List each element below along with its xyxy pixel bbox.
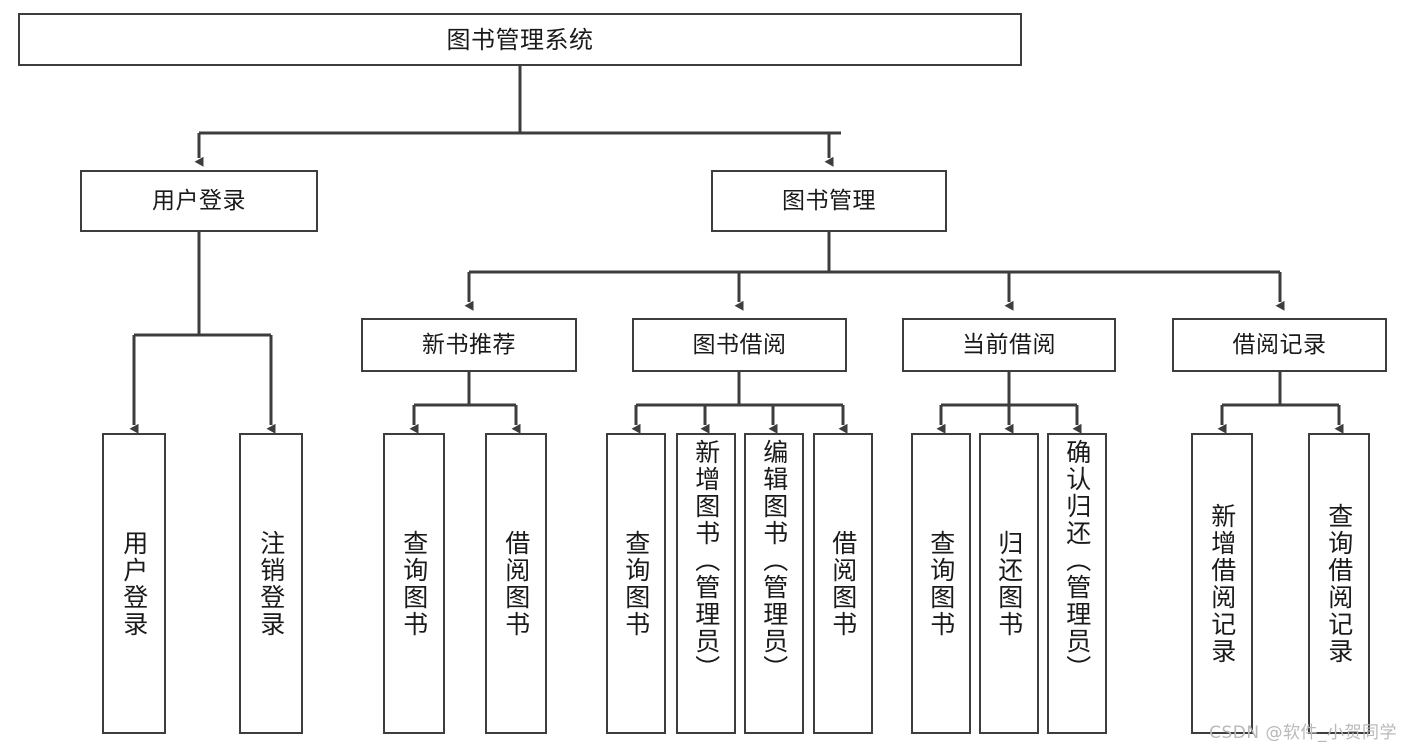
node-book-management[interactable]: 图书管理 bbox=[711, 170, 947, 232]
leaf-query-borrow-record[interactable]: 查询借阅记录 bbox=[1308, 433, 1370, 734]
leaf-edit-book-admin[interactable]: 编辑图书（管理员） bbox=[744, 433, 804, 734]
node-label: 图书管理系统 bbox=[446, 25, 594, 54]
leaf-add-book-admin[interactable]: 新增图书（管理员） bbox=[676, 433, 736, 734]
node-label: 查询图书 bbox=[926, 529, 956, 638]
node-label: 图书管理 bbox=[782, 187, 876, 214]
leaf-query-book-recommend[interactable]: 查询图书 bbox=[383, 433, 445, 734]
node-label: 借阅图书 bbox=[828, 529, 858, 638]
node-current-borrow[interactable]: 当前借阅 bbox=[902, 318, 1116, 372]
node-label: 用户登录 bbox=[119, 529, 149, 638]
node-user-login[interactable]: 用户登录 bbox=[80, 170, 318, 232]
node-label: 图书借阅 bbox=[692, 331, 787, 358]
leaf-logout-login[interactable]: 注销登录 bbox=[239, 433, 303, 734]
node-label: 新增图书（管理员） bbox=[691, 439, 721, 682]
node-label: 编辑图书（管理员） bbox=[759, 439, 789, 682]
leaf-add-borrow-record[interactable]: 新增借阅记录 bbox=[1191, 433, 1253, 734]
node-label: 用户登录 bbox=[152, 187, 246, 214]
node-label: 归还图书 bbox=[994, 529, 1024, 638]
leaf-query-book-current[interactable]: 查询图书 bbox=[911, 433, 971, 734]
leaf-user-login[interactable]: 用户登录 bbox=[102, 433, 166, 734]
node-label: 新书推荐 bbox=[422, 331, 516, 358]
node-borrow-record[interactable]: 借阅记录 bbox=[1172, 318, 1387, 372]
node-label: 新增借阅记录 bbox=[1207, 502, 1237, 665]
node-label: 查询图书 bbox=[621, 529, 651, 638]
node-label: 查询借阅记录 bbox=[1324, 502, 1354, 665]
node-root-book-management-system[interactable]: 图书管理系统 bbox=[18, 13, 1022, 66]
node-label: 当前借阅 bbox=[962, 331, 1056, 358]
leaf-borrow-book-recommend[interactable]: 借阅图书 bbox=[485, 433, 547, 734]
leaf-query-book-borrow[interactable]: 查询图书 bbox=[606, 433, 666, 734]
node-book-borrow[interactable]: 图书借阅 bbox=[632, 318, 847, 372]
node-label: 注销登录 bbox=[256, 529, 286, 638]
node-label: 查询图书 bbox=[399, 529, 429, 638]
node-label: 借阅记录 bbox=[1232, 331, 1327, 358]
csdn-watermark: CSDN @软件_小贺同学 bbox=[1209, 723, 1397, 743]
node-label: 借阅图书 bbox=[501, 529, 531, 638]
leaf-confirm-return-admin[interactable]: 确认归还（管理员） bbox=[1047, 433, 1107, 734]
leaf-borrow-book[interactable]: 借阅图书 bbox=[813, 433, 873, 734]
leaf-return-book[interactable]: 归还图书 bbox=[979, 433, 1039, 734]
node-new-book-recommend[interactable]: 新书推荐 bbox=[361, 318, 577, 372]
node-label: 确认归还（管理员） bbox=[1062, 439, 1092, 682]
